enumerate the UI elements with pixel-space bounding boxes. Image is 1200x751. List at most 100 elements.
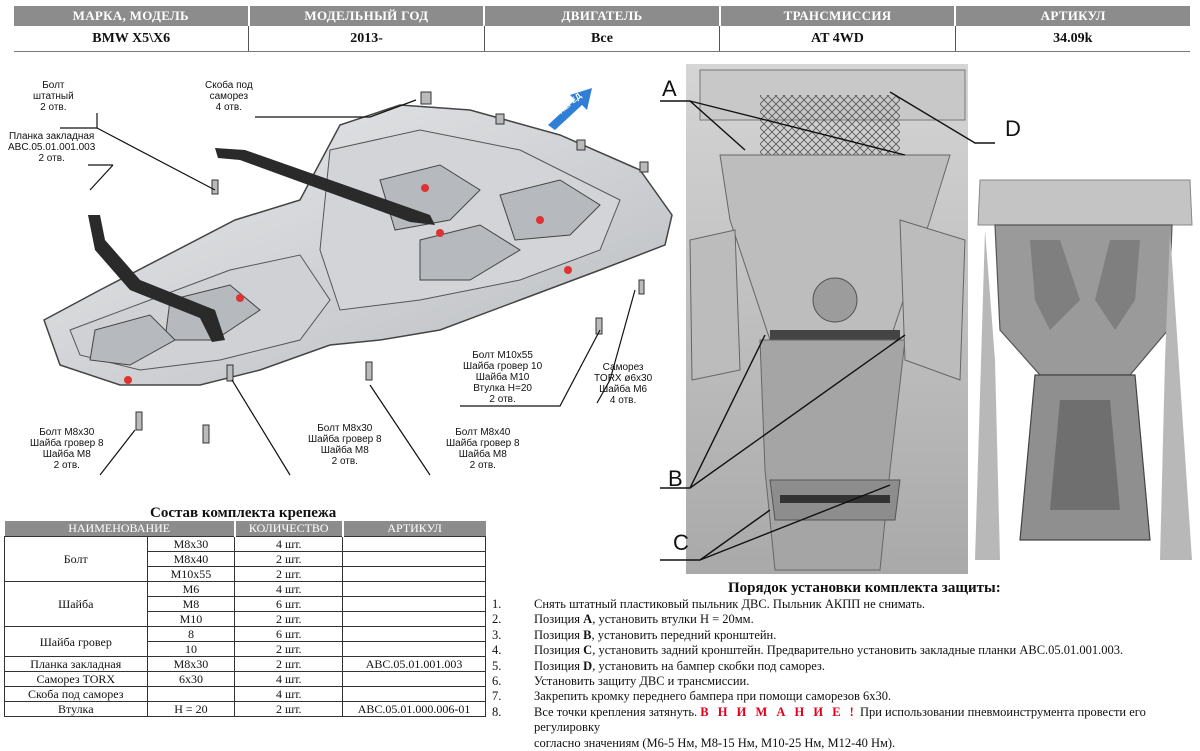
- kit-item-size: 8: [146, 626, 236, 642]
- instruction-step: 3. Позиция B, установить передний кронште…: [492, 628, 1192, 643]
- callout-line: Втулка H=20: [473, 383, 532, 394]
- callout-plate: Планка закладная ABC.05.01.001.003 2 отв…: [8, 131, 95, 164]
- step-number: 5.: [492, 658, 502, 673]
- header-col-engine: ДВИГАТЕЛЬ: [485, 6, 721, 26]
- kit-header-article: АРТИКУЛ: [342, 521, 486, 537]
- kit-item-qty: 2 шт.: [234, 701, 344, 717]
- kit-item-size: M8x30: [146, 656, 236, 672]
- kit-item-name: Шайба гровер: [4, 626, 148, 657]
- header-val-article: 34.09k: [1053, 31, 1093, 46]
- header-col-year: МОДЕЛЬНЫЙ ГОД: [250, 6, 486, 26]
- kit-item-name: Шайба: [4, 581, 148, 627]
- step-position: D: [583, 658, 593, 673]
- callout-line: Шайба гровер 8: [446, 438, 520, 449]
- kit-item-article: [342, 536, 486, 552]
- callout-line: Болт: [42, 80, 65, 91]
- kit-item-size: M6: [146, 581, 236, 597]
- callout-line: Шайба М8: [42, 449, 91, 460]
- kit-item-article: ABC.05.01.001.003: [342, 656, 486, 672]
- kit-header-row: НАИМЕНОВАНИЕ КОЛИЧЕСТВО АРТИКУЛ: [4, 521, 486, 537]
- callout-line: Болт М8х30: [317, 423, 373, 434]
- kit-item-qty: 2 шт.: [234, 611, 344, 627]
- callout-line: 2 отв.: [331, 456, 358, 467]
- installed-plate-photo: [970, 174, 1196, 560]
- instruction-step: 1. Снять штатный пластиковый пыльник ДВС.…: [492, 597, 1192, 612]
- callout-torx: Саморез TORX ø6х30 Шайба М6 4 отв.: [594, 362, 652, 406]
- callout-line: ABC.05.01.001.003: [8, 142, 96, 153]
- position-letter-d: D: [1005, 116, 1021, 141]
- kit-item-name: Саморез TORX: [4, 671, 148, 687]
- step-position: B: [583, 627, 592, 642]
- step-text: Позиция B, установить передний кронштейн…: [534, 627, 777, 642]
- step-position: C: [583, 643, 593, 658]
- callout-line: Шайба гровер 8: [30, 438, 104, 449]
- header-col-transmission: ТРАНСМИССИЯ: [721, 6, 957, 26]
- step-text: Позиция C, установить задний кронштейн. …: [534, 643, 1124, 658]
- callout-line: 2 отв.: [53, 460, 80, 471]
- kit-item-size: 6x30: [146, 671, 236, 687]
- kit-item-size: [146, 686, 236, 702]
- skid-plate-drawing: [43, 88, 673, 444]
- callout-line: Шайба М10: [475, 372, 530, 383]
- callout-line: TORX ø6х30: [594, 373, 653, 384]
- instruction-step: 4.Позиция C, установить задний кронштейн…: [492, 643, 1192, 658]
- step-text: Установить защиту ДВС и трансмиссии.: [534, 674, 750, 689]
- kit-item-name: Втулка: [4, 701, 148, 717]
- step-number: 7.: [492, 689, 502, 704]
- callout-line: Планка закладная: [8, 131, 95, 142]
- step-number: 1.: [492, 597, 502, 611]
- instruction-step: 6. Установить защиту ДВС и трансмиссии.: [492, 674, 1192, 689]
- callout-bracket: Скоба под саморез 4 отв.: [205, 80, 253, 113]
- position-letter-c: C: [673, 530, 689, 555]
- callout-line: 2 отв.: [38, 153, 65, 164]
- kit-item-size: M8x40: [146, 551, 236, 567]
- step-number: 6.: [492, 674, 502, 689]
- callout-line: Скоба под: [205, 80, 253, 91]
- kit-item-article: [342, 671, 486, 687]
- header-table: МАРКА, МОДЕЛЬ МОДЕЛЬНЫЙ ГОД ДВИГАТЕЛЬ ТР…: [14, 6, 1190, 52]
- header-val-year: 2013-: [249, 26, 485, 52]
- kit-item-article: ABC.05.01.000.006-01: [342, 701, 486, 717]
- position-letter-b: B: [668, 466, 683, 491]
- callout-line: Саморез: [602, 362, 644, 373]
- step-text: Позиция A, установить втулки H = 20мм.: [534, 612, 754, 627]
- callout-line: саморез: [209, 91, 249, 102]
- step-text: Снять штатный пластиковый пыльник ДВС. П…: [534, 597, 926, 611]
- callout-bolt-m8-mid: Болт М8х30 Шайба гровер 8 Шайба М8 2 отв…: [308, 423, 382, 467]
- step-number: 3.: [492, 627, 502, 642]
- callout-line: 2 отв.: [489, 394, 516, 405]
- kit-item-qty: 2 шт.: [234, 566, 344, 582]
- kit-item-name: Скоба под саморез: [4, 686, 148, 702]
- callout-line: Болт М8х40: [455, 427, 511, 438]
- kit-item-qty: 4 шт.: [234, 671, 344, 687]
- kit-item-qty: 6 шт.: [234, 626, 344, 642]
- kit-item-article: [342, 626, 486, 642]
- callout-bolt-m8-left: Болт М8х30 Шайба гровер 8 Шайба М8 2 отв…: [30, 427, 104, 471]
- callout-line: Болт М10х55: [472, 350, 533, 361]
- callout-line: 2 отв.: [40, 102, 67, 113]
- instruction-step: 2.Позиция A, установить втулки H = 20мм.: [492, 612, 1192, 627]
- underbody-photo: [686, 64, 968, 574]
- instructions-title: Порядок установки комплекта защиты:: [728, 580, 1001, 596]
- callout-bolt-m10: Болт М10х55 Шайба гровер 10 Шайба М10 Вт…: [463, 350, 542, 405]
- callout-line: Шайба М8: [458, 449, 507, 460]
- instruction-step: 8.Все точки крепления затянуть. В Н И М …: [492, 705, 1192, 736]
- step-text: согласно значениям (М6-5 Нм, М8-15 Нм, М…: [534, 735, 896, 750]
- callout-bolt-standard: Болт штатный 2 отв.: [33, 80, 74, 113]
- kit-item-qty: 4 шт.: [234, 581, 344, 597]
- kit-item-name: Болт: [4, 536, 148, 582]
- step-number: 8.: [492, 704, 502, 719]
- position-letter-a: A: [662, 76, 677, 101]
- kit-item-size: H = 20: [146, 701, 236, 717]
- step-number: [492, 736, 534, 751]
- callout-line: 4 отв.: [609, 395, 637, 406]
- step-text: Позиция D, установить на бампер скобки п…: [534, 658, 825, 673]
